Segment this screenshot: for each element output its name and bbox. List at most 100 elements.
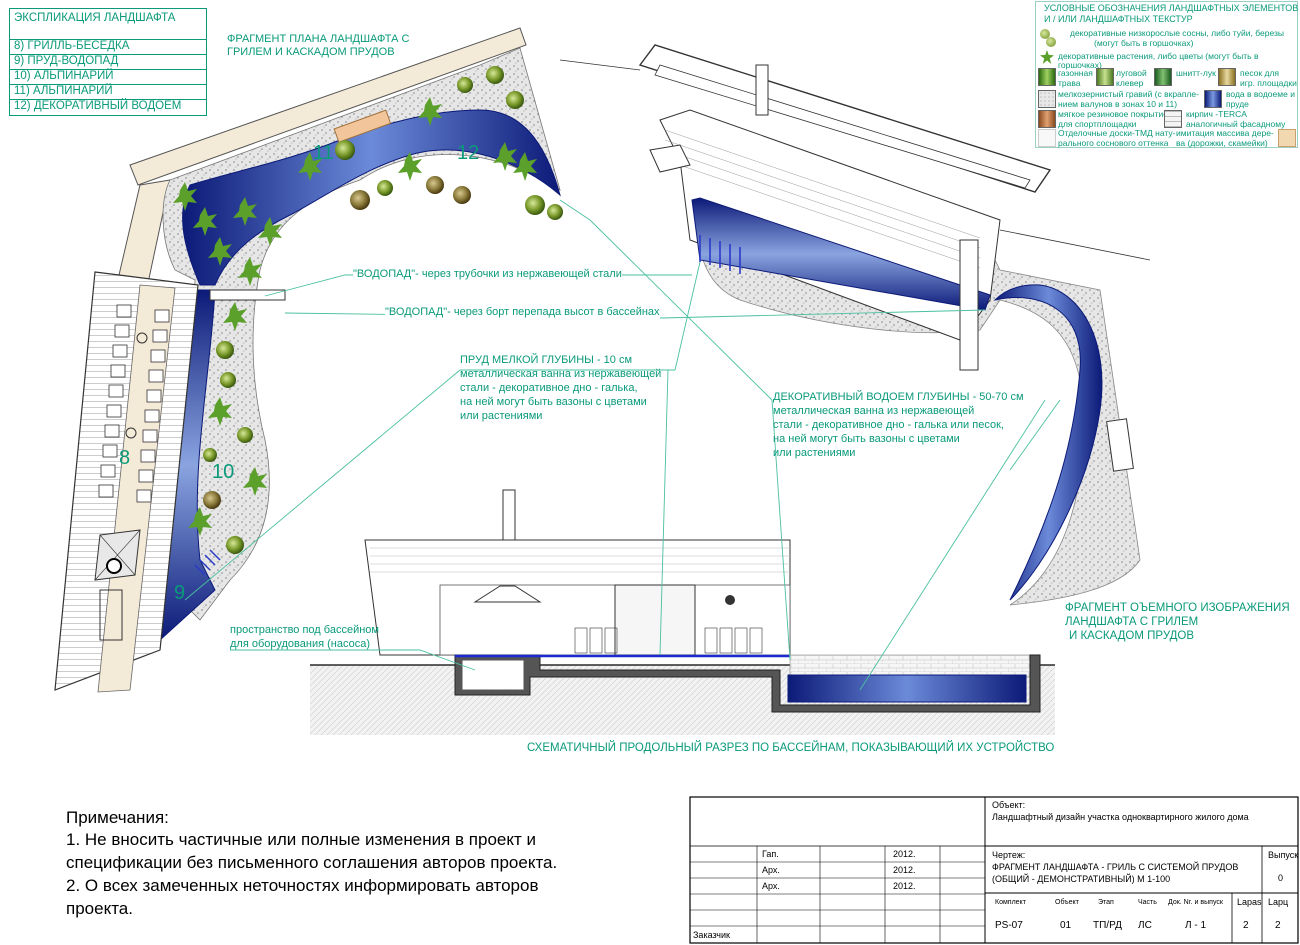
legend-pine-swatch — [1040, 29, 1056, 47]
zone-number-8: 8 — [119, 447, 131, 469]
explication-item: 9) ПРУД-ВОДОПАД — [10, 54, 206, 70]
explication-item: 11) АЛЬПИНАРИЙ — [10, 84, 206, 100]
tb-year-1: 2012. — [893, 849, 916, 859]
plan-chairs — [98, 304, 170, 503]
tb-drawing-label: Чертеж: — [992, 850, 1026, 860]
callout-pond-text-4: или растениями — [460, 410, 543, 422]
legend-sand-swatch — [1218, 68, 1236, 86]
callout-pond-text-3: на ней могут быть вазоны с цветами — [460, 396, 647, 408]
tb-val-doc: Л - 1 — [1185, 920, 1207, 931]
tb-object-value: Ландшафтный дизайн участка одноквартирно… — [992, 812, 1249, 822]
callout-deco-text-1: металлическая ванна из нержавеющей — [773, 405, 975, 417]
legend-box: УСЛОВНЫЕ ОБОЗНАЧЕНИЯ ЛАНДШАФТНЫХ ЭЛЕМЕНТ… — [1035, 1, 1298, 148]
title-block-frame — [689, 796, 1299, 944]
tb-col-lapu: Lapц — [1268, 897, 1289, 907]
tb-issue-value: 0 — [1278, 873, 1284, 883]
view3d-title-3: И КАСКАДОМ ПРУДОВ — [1069, 630, 1195, 642]
legend-grass-swatch — [1038, 68, 1056, 86]
plan-lamp-2 — [125, 427, 137, 439]
zone-number-9: 9 — [174, 582, 186, 604]
legend-grass-text-2: трава — [1058, 78, 1081, 88]
callout-pond-title: ПРУД МЕЛКОЙ ГЛУБИНЫ - 10 см — [460, 354, 633, 366]
tb-issue-label: Выпуск — [1268, 850, 1299, 860]
tb-drawing-value-1: ФРАГМЕНТ ЛАНДШАФТА - ГРИЛЬ С СИСТЕМОЙ ПР… — [992, 862, 1239, 872]
legend-gravel-swatch — [1038, 90, 1056, 108]
legend-water-text-2: пруде — [1226, 99, 1249, 109]
tb-col-lapas: Lapas — [1237, 897, 1262, 907]
section-deep-pond — [787, 674, 1027, 703]
legend-pine-text-2: (могут быть в горшочках) — [1094, 38, 1194, 48]
callout-deco-text-3: на ней могут быть вазоны с цветами — [773, 433, 960, 445]
notes-title: Примечания: — [66, 808, 169, 827]
legend-rubber-swatch — [1038, 110, 1056, 128]
callout-deco-title: ДЕКОРАТИВНЫЙ ВОДОЕМ ГЛУБИНЫ - 50-70 см — [773, 391, 1024, 403]
3d-pond-12 — [993, 284, 1103, 601]
tb-col-komplekt: Комплект — [995, 899, 1026, 906]
legend-sand-text-1: песок для — [1240, 68, 1280, 78]
plan-fence — [129, 27, 527, 186]
3d-pipes — [699, 235, 741, 274]
plan-title-line-2: ГРИЛЕМ И КАСКАДОМ ПРУДОВ — [227, 46, 395, 58]
legend-boards-text-1: Отделочные доски-ТМД нату- — [1058, 128, 1176, 138]
legend-brick-swatch — [1164, 110, 1182, 128]
callout-leaders — [184, 199, 1061, 691]
plan-pipes-9 — [194, 549, 221, 576]
legend-rubber-text-1: мягкое резиновое покрытие — [1058, 109, 1169, 119]
tb-col-obekt: Объект — [1055, 899, 1079, 906]
section-title: СХЕМАТИЧНЫЙ ПРОДОЛЬНЫЙ РАЗРЕЗ ПО БАССЕЙН… — [527, 742, 1055, 754]
legend-brick-text-2: аналогичный фасадному — [1186, 119, 1286, 129]
section-chimney — [502, 489, 516, 541]
legend-clover-swatch — [1096, 68, 1114, 86]
plan-shrubs — [173, 97, 537, 536]
grill-chimney-plan — [106, 558, 122, 574]
zone-number-10: 10 — [212, 461, 235, 483]
tb-col-doc: Док. Nr. и выпуск — [1168, 899, 1223, 906]
callout-pond-text-1: металлическая ванна из нержавеющей — [460, 368, 662, 380]
tb-year-3: 2012. — [893, 881, 916, 891]
tb-role-3: Арх. — [762, 881, 780, 891]
legend-wood-swatch — [1278, 129, 1296, 147]
legend-chives-swatch — [1154, 68, 1172, 86]
legend-title-1: УСЛОВНЫЕ ОБОЗНАЧЕНИЯ ЛАНДШАФТНЫХ ЭЛЕМЕНТ… — [1044, 3, 1299, 13]
3d-chimney — [755, 64, 769, 116]
legend-title-2: И / ИЛИ ЛАНДШАФТНЫХ ТЕКСТУР — [1044, 14, 1193, 24]
tb-customer: Заказчик — [693, 930, 730, 940]
view-3d — [559, 44, 1151, 606]
legend-clover-text-1: луговой — [1116, 68, 1147, 78]
legend-boards-swatch — [1038, 129, 1056, 147]
callout-pond-text-2: стали - декоративное дно - галька, — [460, 382, 638, 394]
plan-title-line-1: ФРАГМЕНТ ПЛАНА ЛАНДШАФТА С — [227, 33, 410, 45]
waterfall-pipe — [209, 289, 286, 301]
explication-item: 12) ДЕКОРАТИВНЫЙ ВОДОЕМ — [10, 99, 206, 115]
legend-boards-text-2: рального соснового оттенка — [1058, 138, 1169, 148]
callout-deco-text-2: стали - декоративное дно - галька или пе… — [773, 419, 1004, 431]
tb-drawing-value-2: (ОБЩИЙ - ДЕМОНСТРАТИВНЫЙ) М 1-100 — [992, 874, 1171, 884]
3d-pond-9 — [691, 197, 991, 311]
zone-number-12: 12 — [457, 142, 480, 164]
notes-line-1: 1. Не вносить частичные или полные измен… — [66, 830, 536, 849]
explication-item: 8) ГРИЛЛЬ-БЕСЕДКА — [10, 39, 206, 55]
tb-role-2: Арх. — [762, 865, 780, 875]
tb-col-chast: Часть — [1138, 899, 1157, 906]
zone-number-11: 11 — [313, 142, 334, 164]
explication-item: 10) АЛЬПИНАРИЙ — [10, 69, 206, 85]
view3d-title-2: ЛАНДШАФТА С ГРИЛЕМ — [1065, 616, 1199, 628]
legend-grass-text-1: газонная — [1058, 68, 1093, 78]
legend-water-swatch — [1204, 90, 1222, 108]
tb-val-lapu: 2 — [1275, 920, 1281, 931]
tb-val-obekt: 01 — [1060, 920, 1072, 931]
plan-trees — [203, 66, 563, 554]
explication-box: ЭКСПЛИКАЦИЯ ЛАНДШАФТА 8) ГРИЛЛЬ-БЕСЕДКА … — [9, 8, 207, 116]
legend-wood-text-2: ва (дорожки, скамейки) — [1176, 138, 1268, 148]
tb-val-chast: ЛС — [1138, 920, 1152, 931]
legend-flower-text: декоративные растения, либо цветы (могут… — [1058, 51, 1259, 70]
callout-waterfall-edge: "ВОДОПАД"- через борт перепада высот в б… — [385, 306, 660, 319]
explication-title: ЭКСПЛИКАЦИЯ ЛАНДШАФТА — [14, 12, 176, 24]
legend-gravel-text-2: нием валунов в зонах 10 и 11) — [1058, 99, 1178, 109]
callout-deco-text-4: или растениями — [773, 447, 856, 459]
legend-wood-text-1: имитация массива дере- — [1176, 128, 1274, 138]
plan-bench — [333, 109, 392, 143]
legend-brick-text-1: кирпич -TERCA — [1186, 109, 1247, 119]
tb-role-1: Гап. — [762, 849, 779, 859]
